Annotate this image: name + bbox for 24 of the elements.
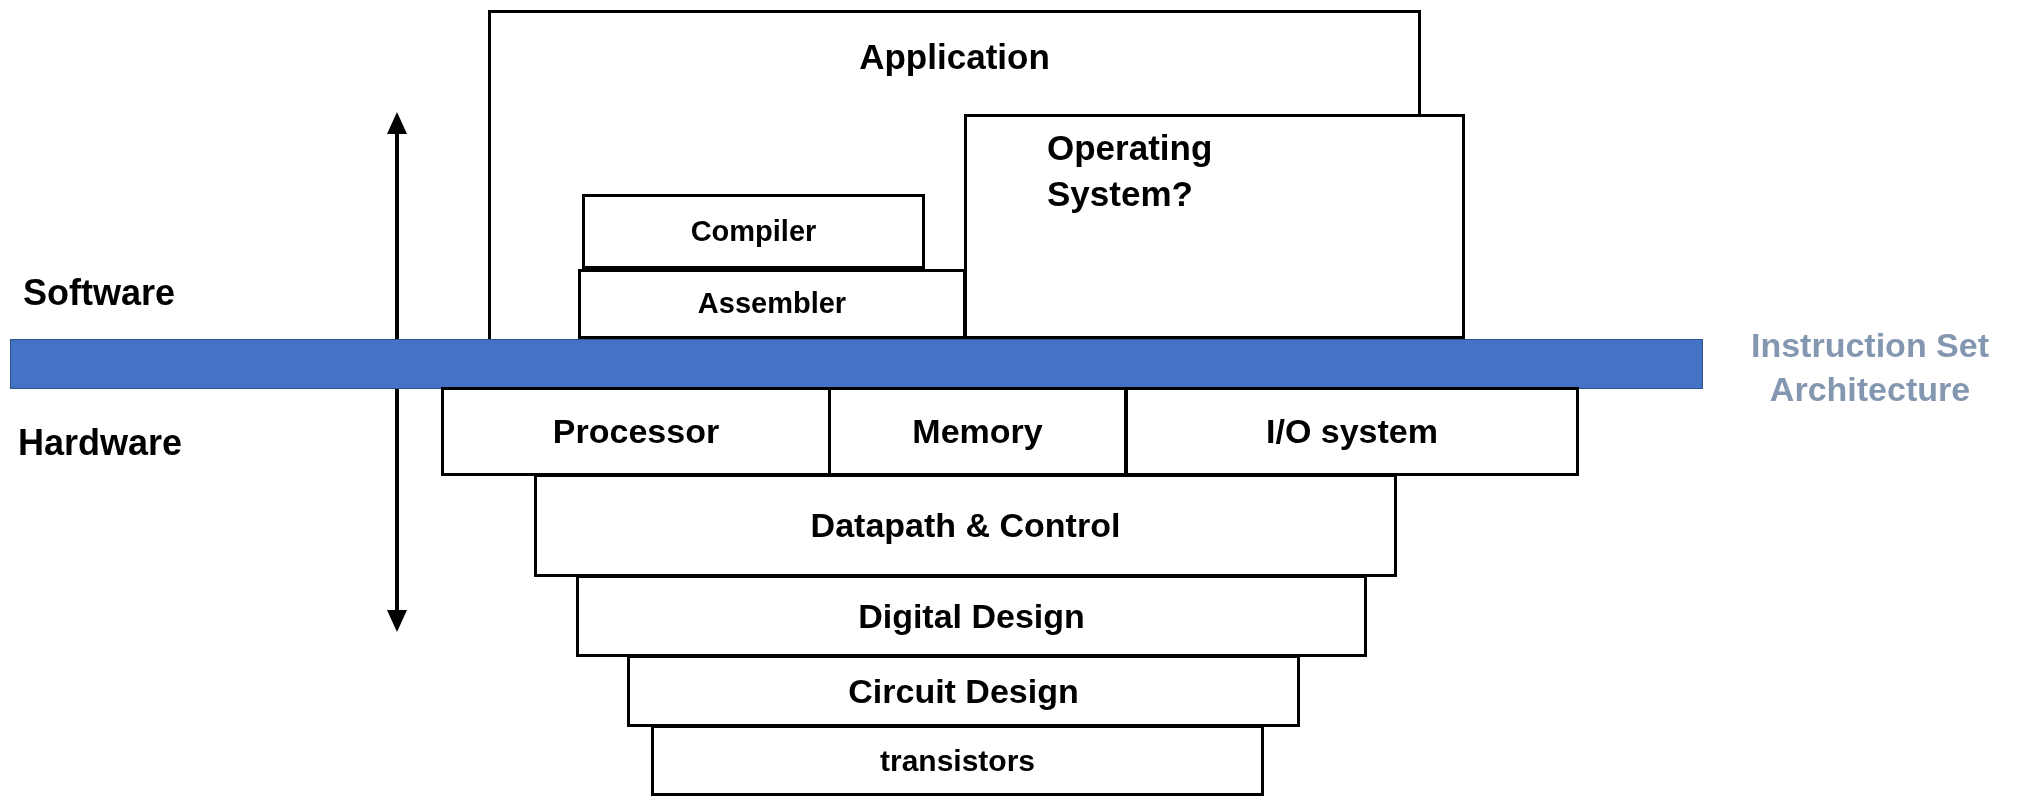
layer-label: Digital Design bbox=[858, 595, 1085, 637]
isa-bar bbox=[10, 339, 1703, 389]
layer-box bbox=[534, 474, 1397, 577]
layer-label: Memory bbox=[912, 411, 1043, 453]
layer-box bbox=[627, 655, 1300, 727]
layer-label: Compiler bbox=[690, 213, 817, 249]
layer-label: Operating System? bbox=[1047, 127, 1214, 215]
layer-label: Assembler bbox=[697, 286, 847, 322]
layer-box bbox=[828, 387, 1127, 476]
side-label: Hardware bbox=[18, 421, 184, 465]
layer-label: Application bbox=[858, 36, 1051, 78]
layer-label: I/O system bbox=[1266, 411, 1438, 453]
layer-label: Processor bbox=[552, 411, 720, 453]
layer-label: Datapath & Control bbox=[810, 505, 1121, 547]
isa-label: Instruction Set Architecture bbox=[1750, 325, 1990, 411]
layer-label: transistors bbox=[879, 743, 1036, 779]
layer-box bbox=[1125, 387, 1579, 476]
application-layer bbox=[488, 10, 1421, 339]
layer-box bbox=[441, 387, 831, 476]
side-label: Software bbox=[23, 271, 177, 315]
os-layer bbox=[964, 114, 1465, 339]
layer-box bbox=[576, 575, 1367, 657]
layer-box bbox=[651, 725, 1264, 796]
layer-label: Circuit Design bbox=[848, 670, 1079, 712]
